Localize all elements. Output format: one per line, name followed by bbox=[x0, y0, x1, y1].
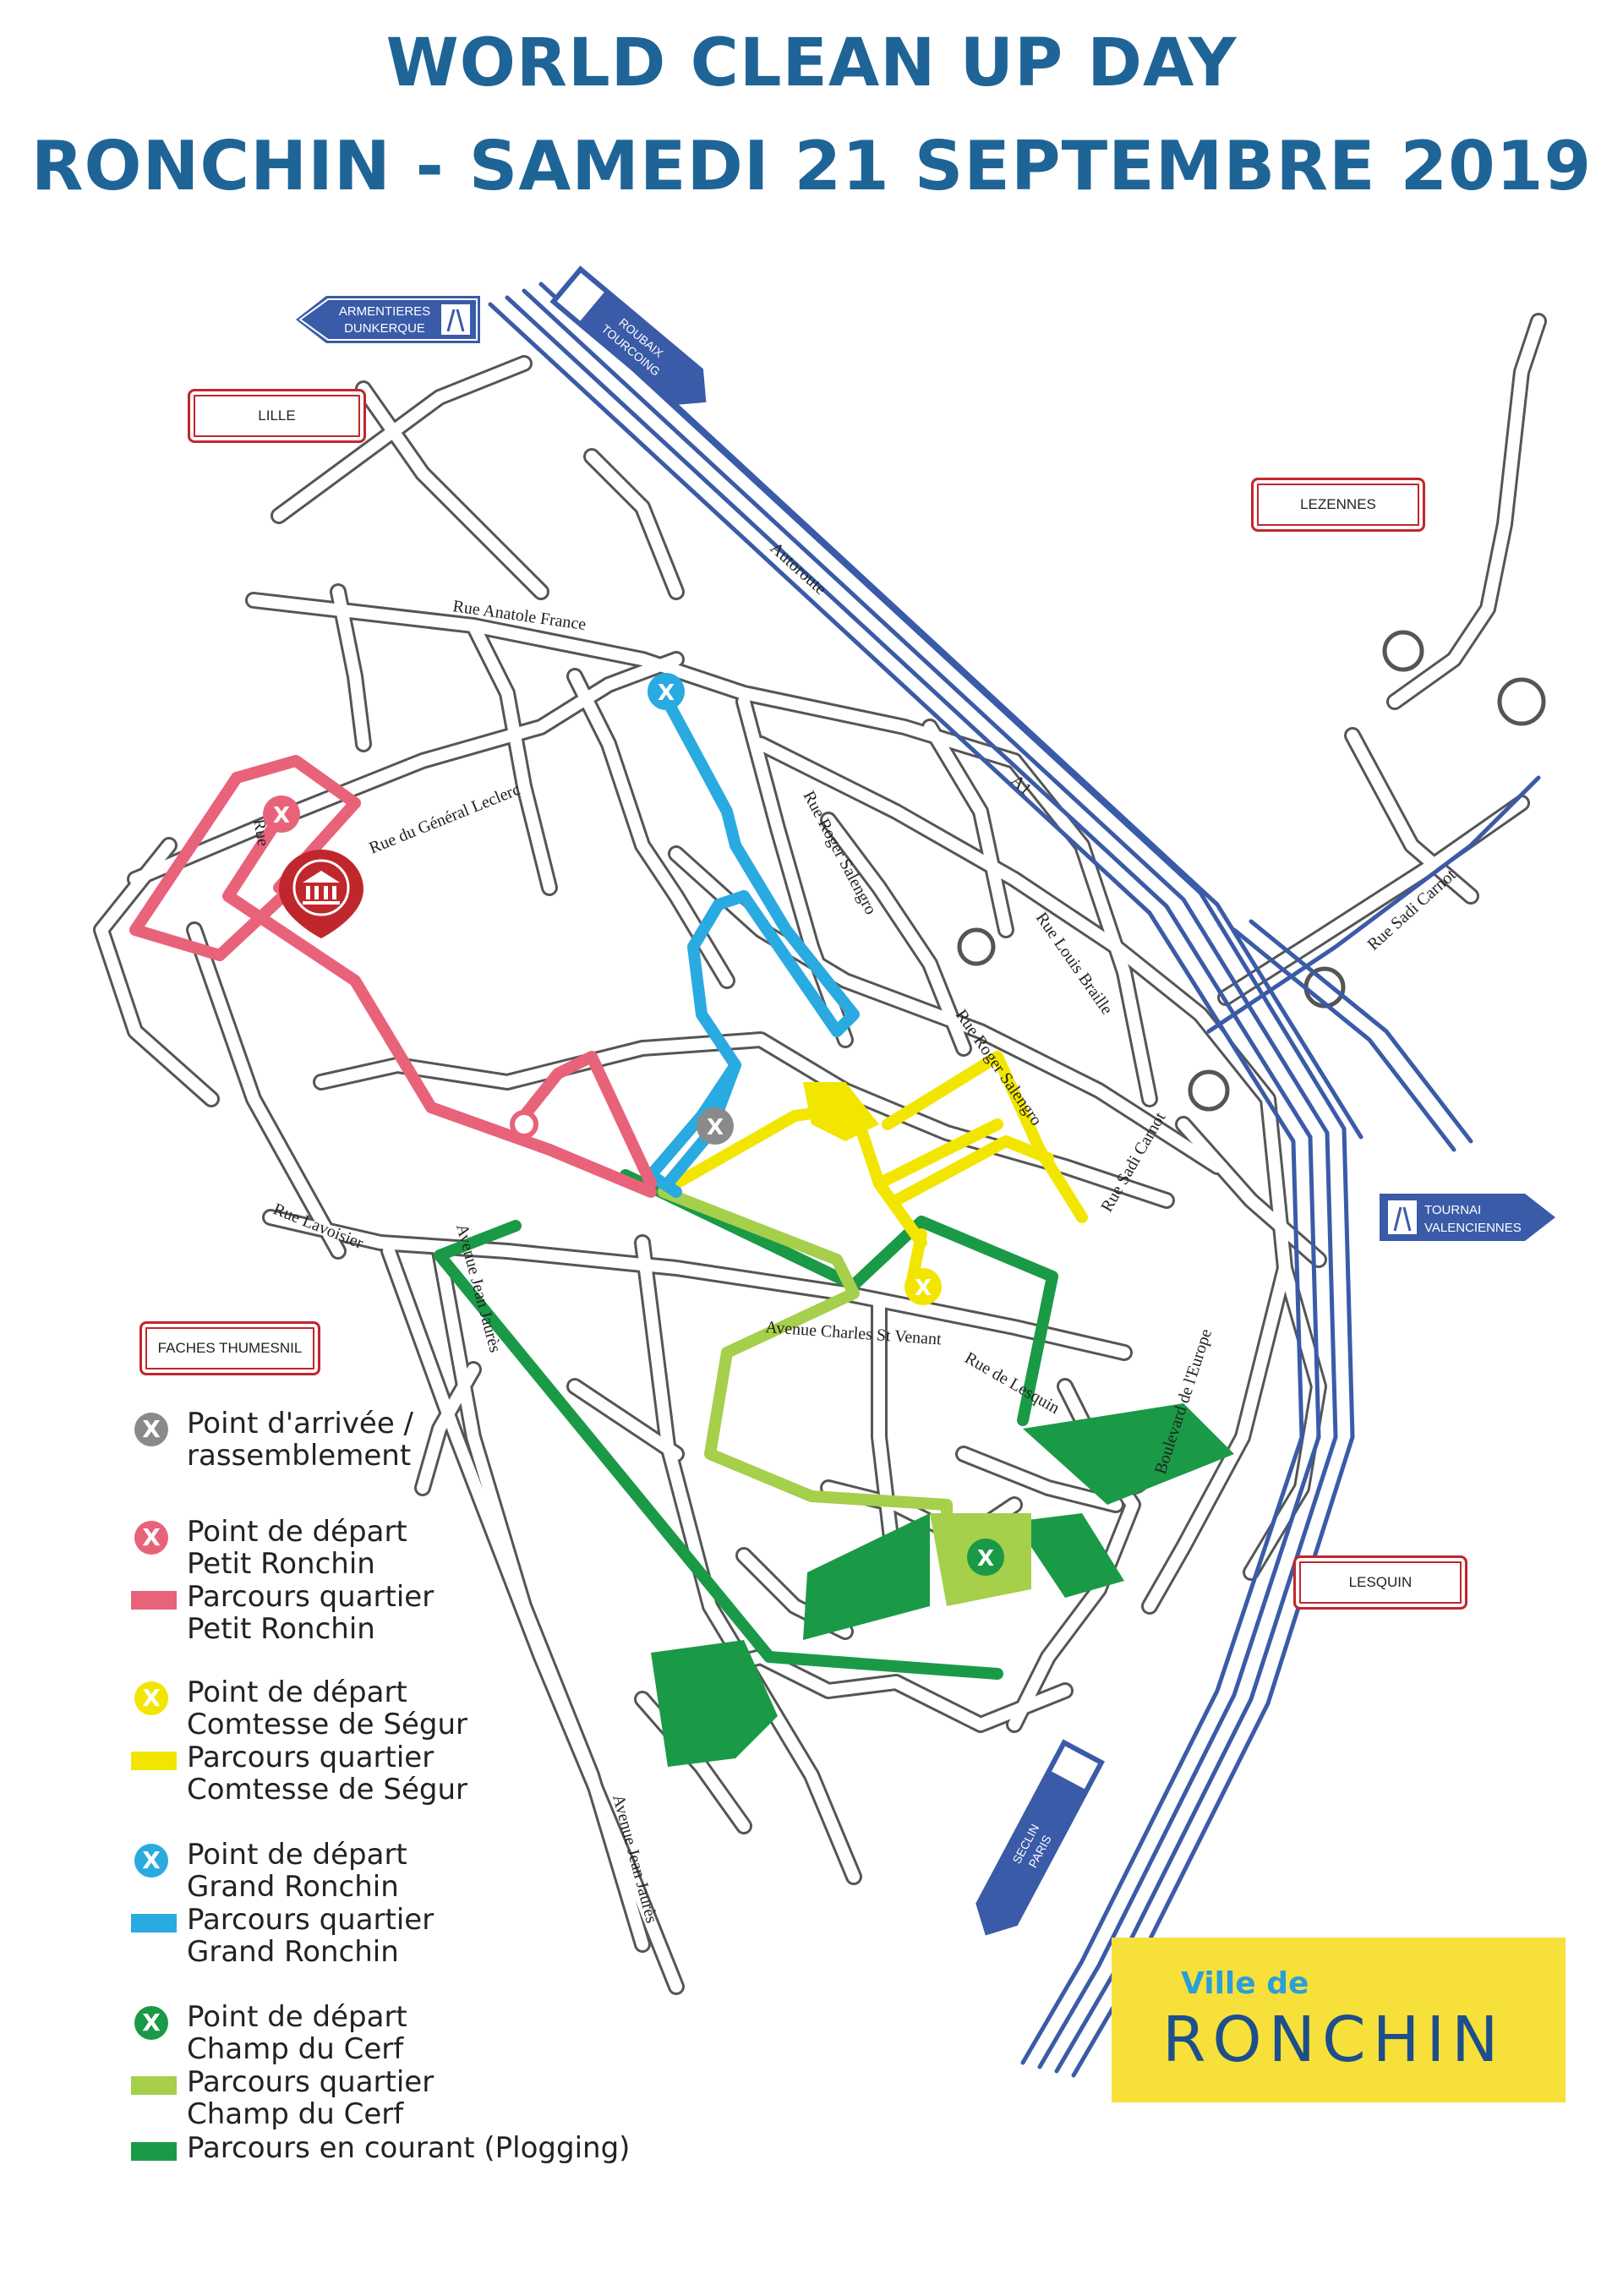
legend-item-depart-champ-du-cerf: X Point de départ Champ du Cerf bbox=[131, 2001, 407, 2065]
legend-item-parcours-champ-du-cerf: Parcours quartier Champ du Cerf bbox=[131, 2066, 434, 2130]
legend-label: Point d'arrivée / rassemblement bbox=[187, 1407, 414, 1473]
comtesse-de-segur-area bbox=[803, 1082, 879, 1141]
town-faches-thumesnil: FACHES THUMESNIL bbox=[139, 1321, 320, 1375]
legend-item-parcours-petit-ronchin: Parcours quartier Petit Ronchin bbox=[131, 1581, 434, 1645]
legend-bar-light-green bbox=[131, 2076, 177, 2095]
svg-text:X: X bbox=[707, 1115, 724, 1140]
sign-tournai-line1: TOURNAI bbox=[1424, 1203, 1481, 1217]
motorway-sign-seclin: SECLIN PARIS bbox=[975, 1739, 1105, 1936]
motorway-sign-roubaix: ROUBAIX TOURCOING bbox=[549, 265, 707, 406]
legend-bar-yellow bbox=[131, 1752, 177, 1770]
legend-bar-dark-green bbox=[131, 2142, 177, 2161]
legend-label: Parcours quartier Comtesse de Ségur bbox=[187, 1741, 467, 1807]
legend-label: Parcours quartier Petit Ronchin bbox=[187, 1580, 434, 1646]
legend-label: Point de départ Champ du Cerf bbox=[187, 2000, 407, 2066]
logo-big-text: RONCHIN bbox=[1162, 2004, 1506, 2076]
street-label-charles-st-venant: Avenue Charles St Venant bbox=[765, 1318, 943, 1349]
legend-item-depart-comtesse: X Point de départ Comtesse de Ségur bbox=[131, 1676, 467, 1741]
legend-label: Parcours en courant (Plogging) bbox=[187, 2131, 631, 2165]
legend-marker-blue: X bbox=[134, 1844, 168, 1878]
legend-label: Parcours quartier Champ du Cerf bbox=[187, 2065, 434, 2131]
marker-depart-champ-du-cerf: X bbox=[967, 1539, 1004, 1576]
legend-item-parcours-grand-ronchin: Parcours quartier Grand Ronchin bbox=[131, 1904, 434, 1968]
route-grand-ronchin bbox=[645, 696, 860, 1198]
legend-item-arrivee: X Point d'arrivée / rassemblement bbox=[131, 1408, 413, 1472]
roundabout-pink bbox=[510, 1110, 538, 1139]
legend-label: Parcours quartier Grand Ronchin bbox=[187, 1903, 434, 1969]
svg-text:X: X bbox=[915, 1276, 932, 1301]
legend-label: Point de départ Petit Ronchin bbox=[187, 1515, 407, 1581]
street-label-roger-salengro-1: Rue Roger Salengro bbox=[800, 788, 881, 918]
legend-marker-grey: X bbox=[134, 1413, 168, 1446]
marker-arrivee: X bbox=[697, 1107, 734, 1145]
title-line-2: RONCHIN - SAMEDI 21 SEPTEMBRE 2019 bbox=[30, 127, 1593, 205]
title-line-1: WORLD CLEAN UP DAY bbox=[385, 25, 1238, 101]
town-lille: LILLE bbox=[188, 389, 366, 443]
legend-marker-green: X bbox=[134, 2006, 168, 2040]
marker-depart-grand-ronchin: X bbox=[648, 673, 685, 710]
motorway-sign-tournai: TOURNAI VALENCIENNES bbox=[1380, 1194, 1555, 1241]
sign-tournai-line2: VALENCIENNES bbox=[1424, 1221, 1522, 1235]
sign-armentieres-line2: DUNKERQUE bbox=[344, 321, 425, 336]
legend-bar-pink bbox=[131, 1591, 177, 1610]
logo-small-text: Ville de bbox=[1181, 1966, 1309, 2001]
street-label-roger-salengro-2: Rue Roger Salengro bbox=[952, 1006, 1046, 1129]
legend-bar-blue bbox=[131, 1914, 177, 1932]
town-hall-pin-icon bbox=[279, 850, 363, 938]
legend-label: Point de départ Comtesse de Ségur bbox=[187, 1676, 467, 1741]
marker-depart-petit-ronchin: X bbox=[263, 795, 300, 833]
street-label-lesquin: Rue de Lesquin bbox=[962, 1348, 1063, 1418]
legend-item-parcours-comtesse: Parcours quartier Comtesse de Ségur bbox=[131, 1741, 467, 1806]
marker-depart-comtesse-de-segur: X bbox=[904, 1268, 942, 1305]
legend-item-depart-petit-ronchin: X Point de départ Petit Ronchin bbox=[131, 1516, 407, 1580]
street-label-general-leclerc: Rue du Général Leclerc bbox=[367, 780, 523, 858]
legend-label: Point de départ Grand Ronchin bbox=[187, 1838, 407, 1904]
sign-armentieres-line1: ARMENTIERES bbox=[339, 304, 430, 319]
ville-de-ronchin-logo: Ville de RONCHIN bbox=[1112, 1938, 1566, 2102]
svg-text:X: X bbox=[977, 1546, 994, 1572]
route-plogging bbox=[434, 1169, 1234, 1767]
town-lezennes: LEZENNES bbox=[1251, 478, 1425, 532]
legend-marker-pink: X bbox=[134, 1521, 168, 1555]
svg-text:X: X bbox=[658, 681, 675, 706]
legend-marker-yellow: X bbox=[134, 1681, 168, 1715]
svg-text:X: X bbox=[273, 803, 290, 828]
street-network bbox=[93, 313, 1547, 1995]
legend-item-depart-grand-ronchin: X Point de départ Grand Ronchin bbox=[131, 1839, 407, 1903]
town-lesquin: LESQUIN bbox=[1293, 1555, 1467, 1610]
motorway-sign-armentieres: ARMENTIERES DUNKERQUE bbox=[296, 296, 480, 343]
legend-item-plogging: Parcours en courant (Plogging) bbox=[131, 2132, 630, 2166]
